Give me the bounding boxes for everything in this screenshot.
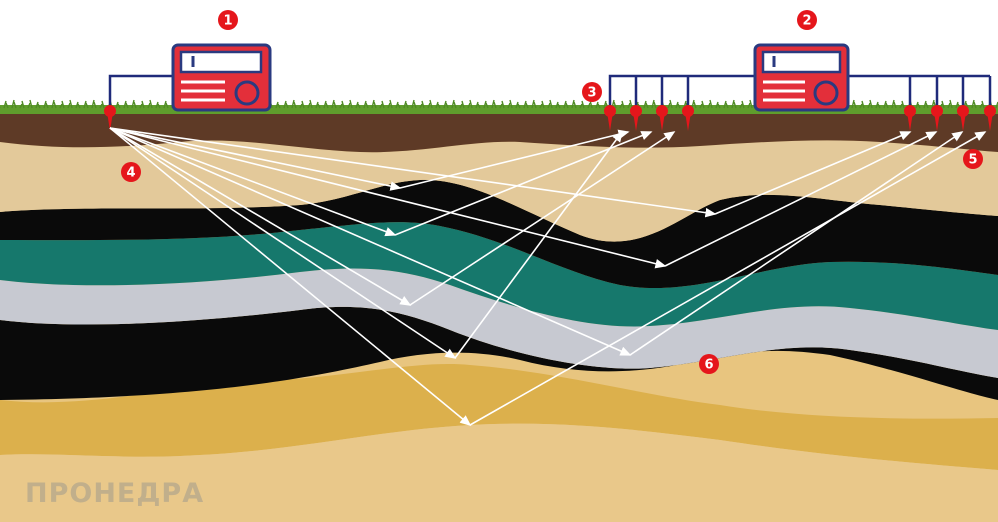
ray-down: [109, 127, 457, 359]
soil-layer: [0, 110, 998, 153]
watermark-logo: ПРОНЕДРА: [25, 478, 204, 509]
marker-6: 6: [699, 354, 719, 374]
ray-down: [109, 127, 412, 306]
black-lower-layer: [0, 306, 998, 400]
ray-up: [714, 131, 912, 215]
ray-up: [469, 131, 987, 426]
geophones: [104, 105, 996, 131]
cable-source: [108, 74, 175, 108]
geophone: [904, 105, 916, 131]
ray-up: [399, 129, 630, 189]
geophone: [984, 105, 996, 131]
geophone: [957, 105, 969, 131]
marker-3: 3: [582, 82, 602, 102]
geophone: [682, 105, 694, 131]
ray-down: [109, 127, 717, 218]
seismic-rays: [109, 127, 987, 427]
geophone: [656, 105, 668, 131]
marker-label: 6: [704, 358, 713, 373]
geophone: [604, 105, 616, 131]
marker-label: 4: [126, 166, 135, 181]
black-upper-layer: [0, 179, 998, 289]
ray-down: [109, 127, 667, 269]
ray-down: [109, 127, 397, 237]
cable-array-right: [846, 74, 992, 108]
lower-sand-layer: [0, 423, 998, 522]
marker-label: 1: [223, 14, 232, 29]
teal-layer: [0, 222, 998, 330]
geophone: [630, 105, 642, 131]
marker-1: 1: [218, 10, 238, 30]
grey-layer: [0, 268, 998, 378]
numbered-markers: 1 2 3 4 5 6: [121, 10, 983, 374]
marker-4: 4: [121, 162, 141, 182]
ray-down: [109, 127, 472, 427]
ray-down: [109, 127, 632, 356]
geophone: [931, 105, 943, 131]
marker-label: 3: [587, 86, 596, 101]
ray-up: [629, 131, 964, 356]
ray-up: [409, 131, 676, 306]
cable-array-left: [608, 74, 757, 108]
marker-label: 5: [968, 153, 977, 168]
seismic-station-1: [171, 43, 272, 112]
cables: [108, 74, 992, 108]
seismic-station-2: [753, 43, 850, 112]
marker-2: 2: [797, 10, 817, 30]
ray-down: [109, 127, 402, 191]
marker-label: 2: [802, 14, 811, 29]
gold-layer: [0, 363, 998, 470]
ray-up: [454, 130, 623, 359]
marker-5: 5: [963, 149, 983, 169]
ray-up: [664, 131, 938, 267]
geophone: [104, 105, 116, 131]
upper-sand-layer: [0, 140, 998, 242]
